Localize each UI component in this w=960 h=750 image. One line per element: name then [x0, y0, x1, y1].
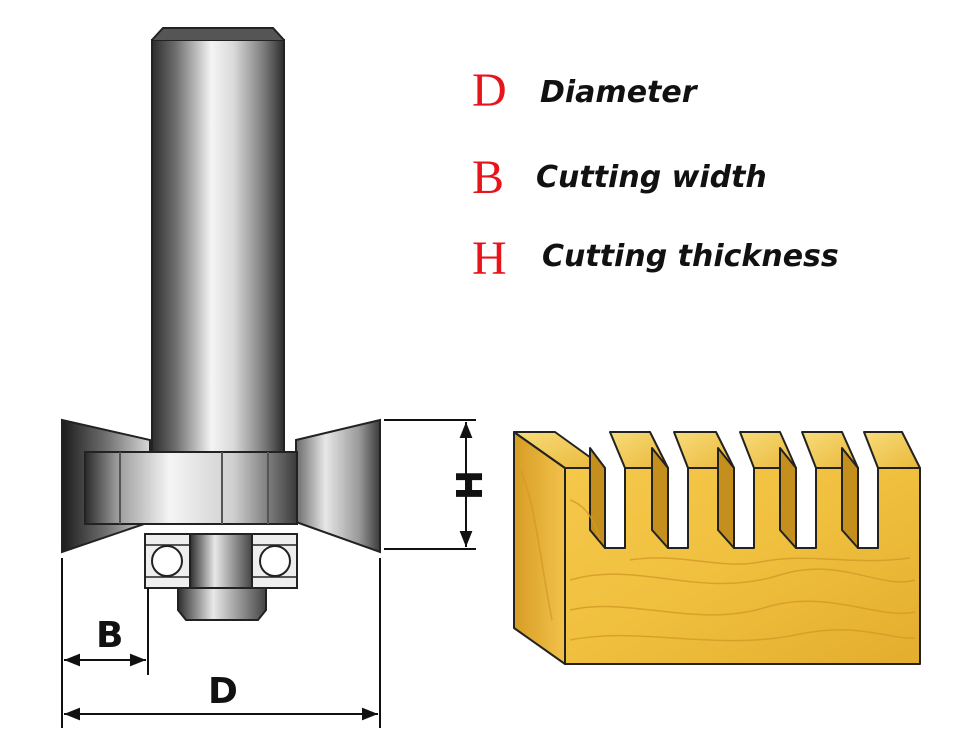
b-dimension-label: B [96, 615, 123, 656]
shank-chamfer [151, 27, 285, 41]
d-dimension-label: D [208, 671, 238, 712]
legend-letter-b: B [472, 151, 504, 204]
bearing [144, 533, 298, 589]
legend-letter-h: H [472, 232, 507, 285]
dimension-lines [61, 419, 476, 728]
legend-text-cutting-width: Cutting width [536, 160, 767, 195]
shank [151, 39, 285, 456]
right-cutter-wing [295, 418, 381, 554]
legend-letter-d: D [472, 64, 507, 117]
grooved-wood-block [513, 431, 921, 665]
h-dimension-label: H [447, 470, 488, 500]
legend-text-diameter: Diameter [540, 75, 699, 110]
bottom-pin [177, 587, 267, 621]
cutter-body [84, 451, 298, 525]
legend: D Diameter B Cutting width H Cutting thi… [472, 64, 839, 285]
legend-text-cutting-thickness: Cutting thickness [542, 239, 839, 274]
wood-grain [519, 469, 916, 642]
router-bit [61, 27, 381, 621]
wood-front-face [564, 467, 921, 665]
